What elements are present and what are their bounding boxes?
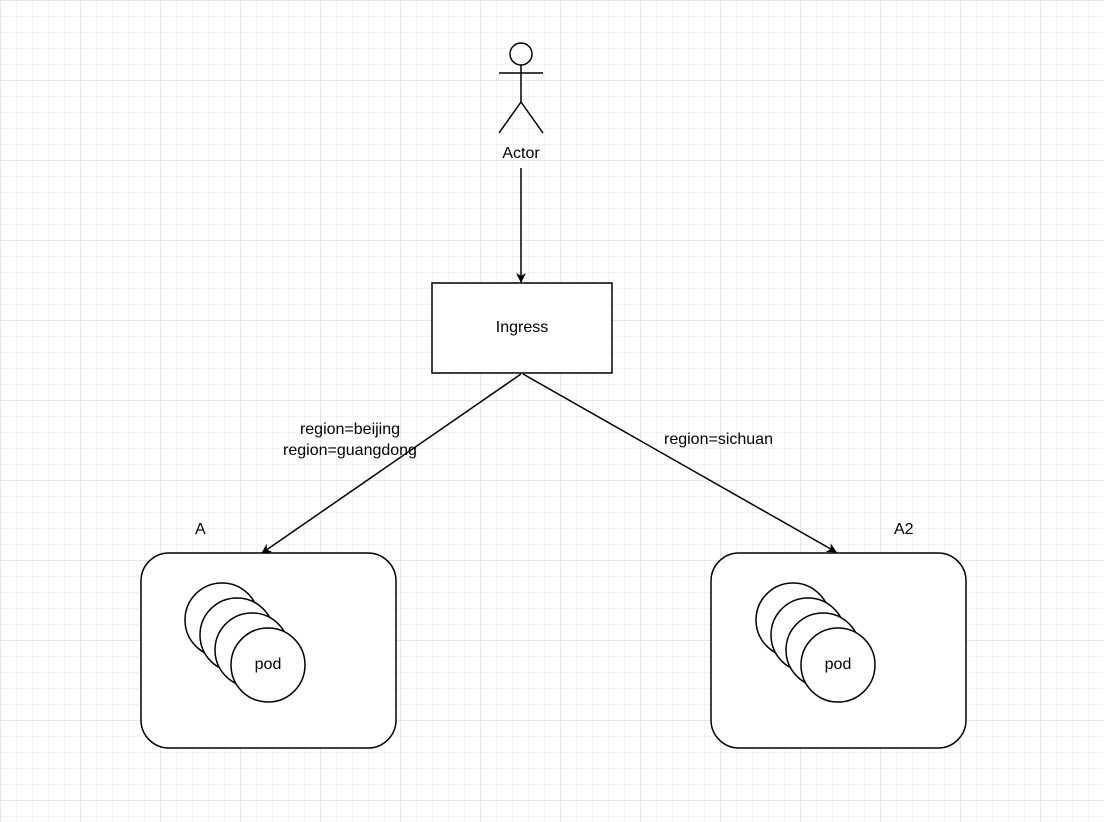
group-a2-pods[interactable] (755, 582, 876, 703)
actor-label: Actor (502, 145, 540, 162)
ingress-label: Ingress (495, 319, 549, 336)
ingress-box[interactable] (431, 282, 613, 374)
actor-head (509, 42, 533, 66)
edge-ingress-to-a[interactable] (261, 373, 522, 554)
actor-leg-right (520, 101, 544, 134)
pod-label-a2: pod (824, 656, 852, 673)
pod-circle (230, 627, 306, 703)
group-a-pods[interactable] (184, 582, 306, 703)
edge-ingress-to-a2[interactable] (522, 373, 837, 553)
actor-figure[interactable] (498, 42, 544, 134)
pod-label-a: pod (254, 656, 282, 673)
actor-leg-left (498, 101, 522, 134)
group-a2-label: A2 (894, 521, 914, 538)
pod-circle (800, 627, 876, 703)
edge-label-left-line2: region=guangdong (283, 442, 417, 459)
edge-label-left-line1: region=beijing (299, 421, 401, 438)
group-a-label: A (195, 521, 206, 538)
edge-label-right: region=sichuan (664, 431, 773, 448)
